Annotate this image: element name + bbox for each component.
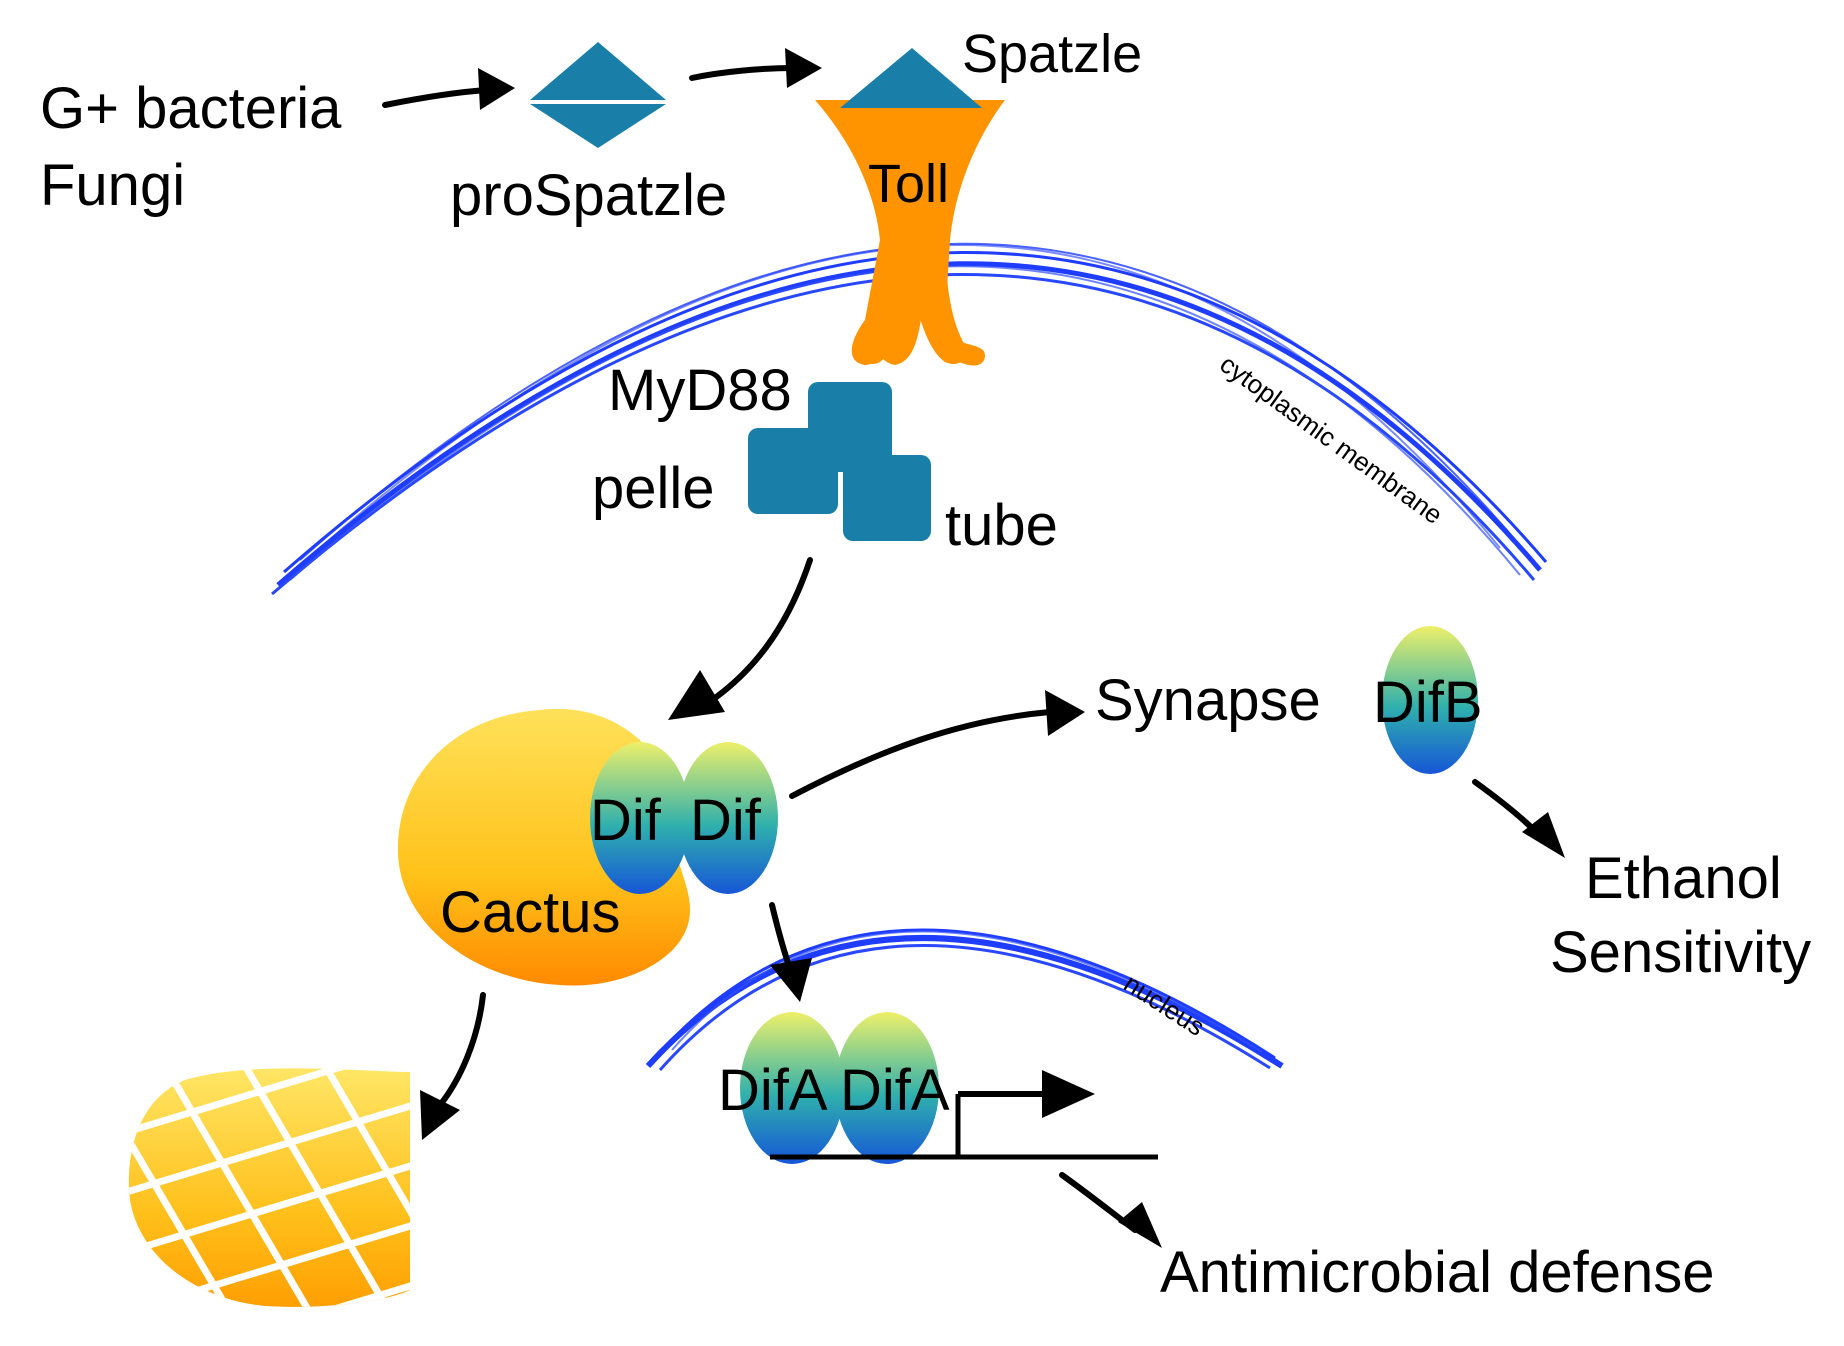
tube-block: [843, 455, 931, 541]
arrow-gene-to-defense: [1059, 1172, 1162, 1248]
cytoplasmic-membrane: [271, 242, 1548, 596]
spatzle-ligand: [840, 48, 982, 108]
label-pelle: pelle: [592, 456, 715, 521]
label-antimicrobial-defense: Antimicrobial defense: [1160, 1240, 1715, 1305]
dif-left-ellipse: [590, 742, 690, 894]
proteasome-degradation: [128, 1068, 410, 1307]
difa-right-ellipse: [835, 1012, 939, 1164]
label-nucleus: nucleus: [1119, 968, 1211, 1042]
dna-promoter: [770, 1070, 1158, 1160]
label-sensitivity: Sensitivity: [1550, 920, 1811, 985]
label-tube: tube: [945, 493, 1058, 558]
arrow-bacteria-to-prospatzle: [382, 68, 515, 110]
difa-left-ellipse: [740, 1012, 844, 1164]
toll-receptor-stem: [859, 230, 967, 365]
label-difa-right: DifA: [840, 1058, 950, 1123]
label-dif-left: Dif: [590, 788, 662, 853]
arrow-difb-to-ethanol: [1472, 779, 1565, 858]
label-ethanol: Ethanol: [1585, 846, 1782, 911]
label-fungi: Fungi: [40, 153, 185, 218]
arrow-complex-to-cactus: [668, 557, 813, 720]
label-g-bacteria: G+ bacteria: [40, 76, 342, 141]
label-synapse: Synapse: [1095, 668, 1321, 733]
nucleus-membrane: [645, 928, 1284, 1071]
pelle-block: [748, 428, 838, 514]
prospatzle-protein: [530, 42, 666, 148]
label-spatzle: Spatzle: [962, 24, 1142, 84]
arrow-dif-to-synapse: [789, 690, 1085, 799]
difb-ellipse: [1382, 626, 1478, 774]
label-prospatzle: proSpatzle: [450, 163, 727, 228]
label-dif-right: Dif: [690, 788, 762, 853]
arrow-prospatzle-to-spatzle: [689, 48, 822, 88]
label-difa-left: DifA: [718, 1058, 828, 1123]
arrow-dif-to-nucleus: [769, 902, 812, 1002]
label-difb: DifB: [1373, 670, 1483, 735]
dif-right-ellipse: [678, 742, 778, 894]
arrow-cactus-to-degradation: [420, 992, 486, 1140]
label-toll: Toll: [868, 154, 949, 214]
label-cactus: Cactus: [440, 880, 621, 945]
label-myd88: MyD88: [608, 358, 792, 423]
